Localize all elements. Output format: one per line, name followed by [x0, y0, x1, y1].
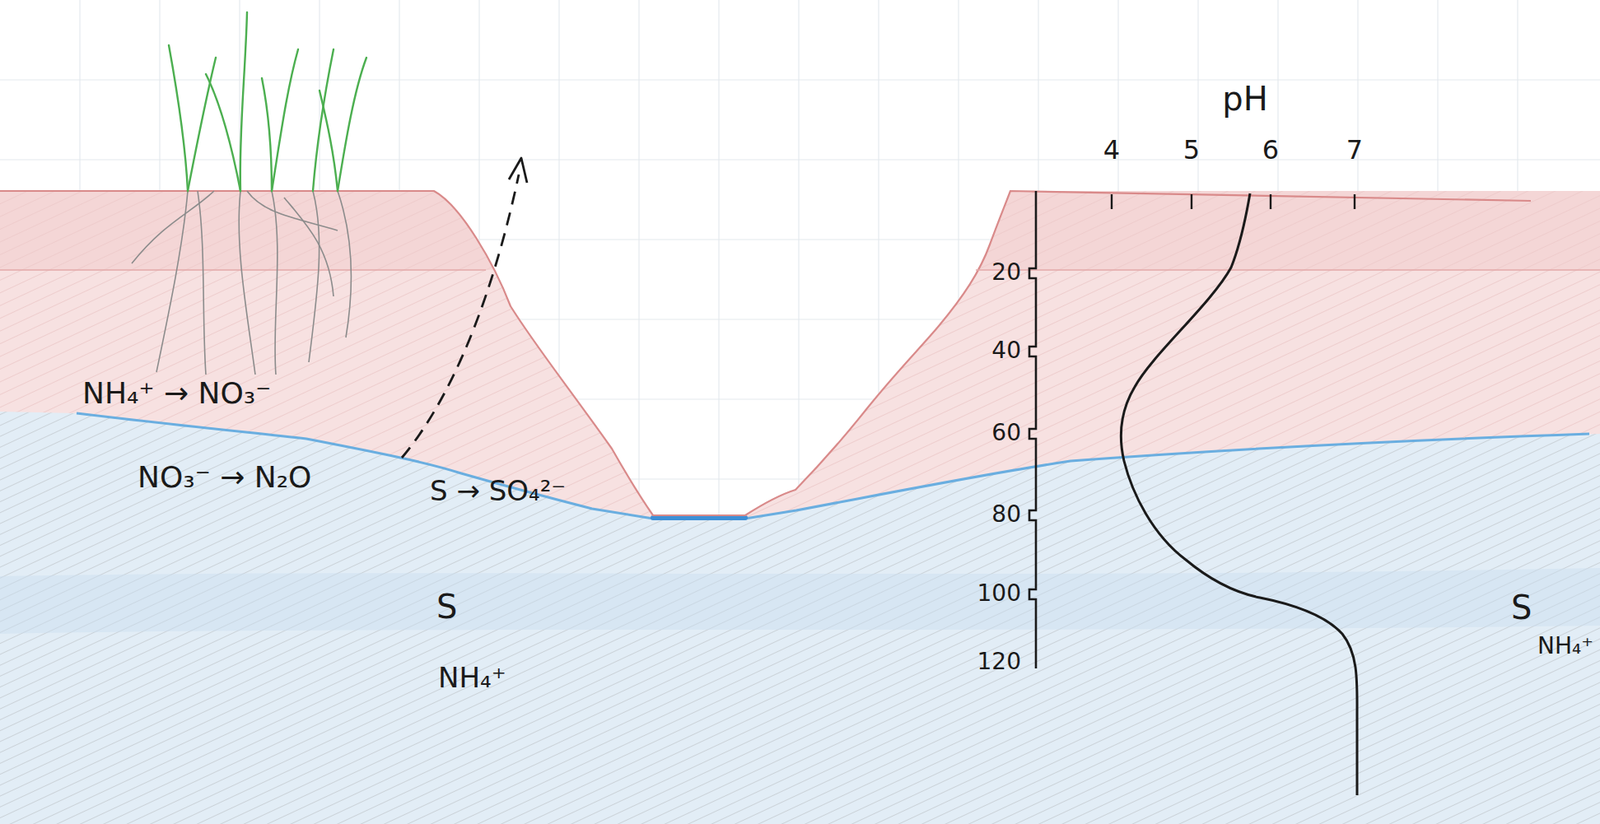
grass-blade — [168, 45, 188, 192]
grass-blade — [240, 12, 248, 192]
process-label: NH₄⁺ — [438, 662, 507, 694]
process-label: S — [1511, 589, 1532, 626]
root — [284, 197, 334, 297]
topsoil-boundary — [0, 269, 486, 271]
root — [156, 191, 188, 373]
ph-axis — [1111, 194, 1355, 210]
axis-number: 6 — [1262, 135, 1279, 165]
axis-number: 80 — [991, 502, 1022, 528]
process-label: NH₄⁺ — [1537, 634, 1594, 660]
grass-blade — [205, 74, 241, 192]
root — [197, 191, 206, 375]
topsoil-boundary — [975, 269, 1600, 271]
grass-blade — [319, 90, 338, 192]
water-table — [76, 413, 1590, 519]
axis-title: pH — [1222, 80, 1268, 117]
root — [271, 191, 278, 375]
saturated-soil — [0, 411, 1600, 824]
root — [238, 191, 256, 375]
grass-blade — [337, 57, 367, 192]
ph-ticks — [1111, 194, 1355, 210]
root — [247, 191, 338, 231]
axis-number: 20 — [991, 260, 1022, 286]
ph-profile-curve — [1120, 193, 1358, 796]
grass-blade — [271, 49, 299, 192]
axis-number: 4 — [1103, 135, 1120, 165]
deep-water-band — [0, 568, 1600, 635]
root — [337, 191, 352, 338]
process-label: S — [436, 588, 458, 626]
axis-number: 120 — [977, 649, 1022, 676]
root — [131, 191, 215, 264]
grass-blade — [261, 78, 272, 192]
saturated-soil-hatch — [0, 411, 1600, 824]
grass-blade — [187, 57, 216, 192]
axis-number: 7 — [1346, 135, 1363, 165]
gas-escape-arrow — [401, 158, 528, 458]
oxidised-soil — [0, 181, 1600, 824]
depth-bracket-axis — [1029, 191, 1036, 669]
grass — [168, 12, 367, 192]
soil — [0, 181, 1600, 824]
process-label: NO₃⁻ → N₂O — [137, 461, 312, 495]
axis-number: 40 — [991, 338, 1022, 364]
axis-number: 60 — [991, 420, 1022, 447]
arrowhead — [508, 158, 528, 183]
ground-surface — [0, 191, 1531, 516]
axis-number: 100 — [977, 581, 1022, 607]
process-label: NH₄⁺ → NO₃⁻ — [82, 377, 271, 411]
depth-axis — [1029, 191, 1036, 669]
grass-blade — [312, 49, 334, 192]
oxidised-soil-hatch — [0, 181, 1600, 824]
dashed-arrow — [401, 174, 519, 458]
roots — [131, 191, 352, 375]
process-label: S → SO₄²⁻ — [429, 475, 566, 507]
axis-number: 5 — [1183, 135, 1200, 165]
root — [308, 191, 320, 363]
